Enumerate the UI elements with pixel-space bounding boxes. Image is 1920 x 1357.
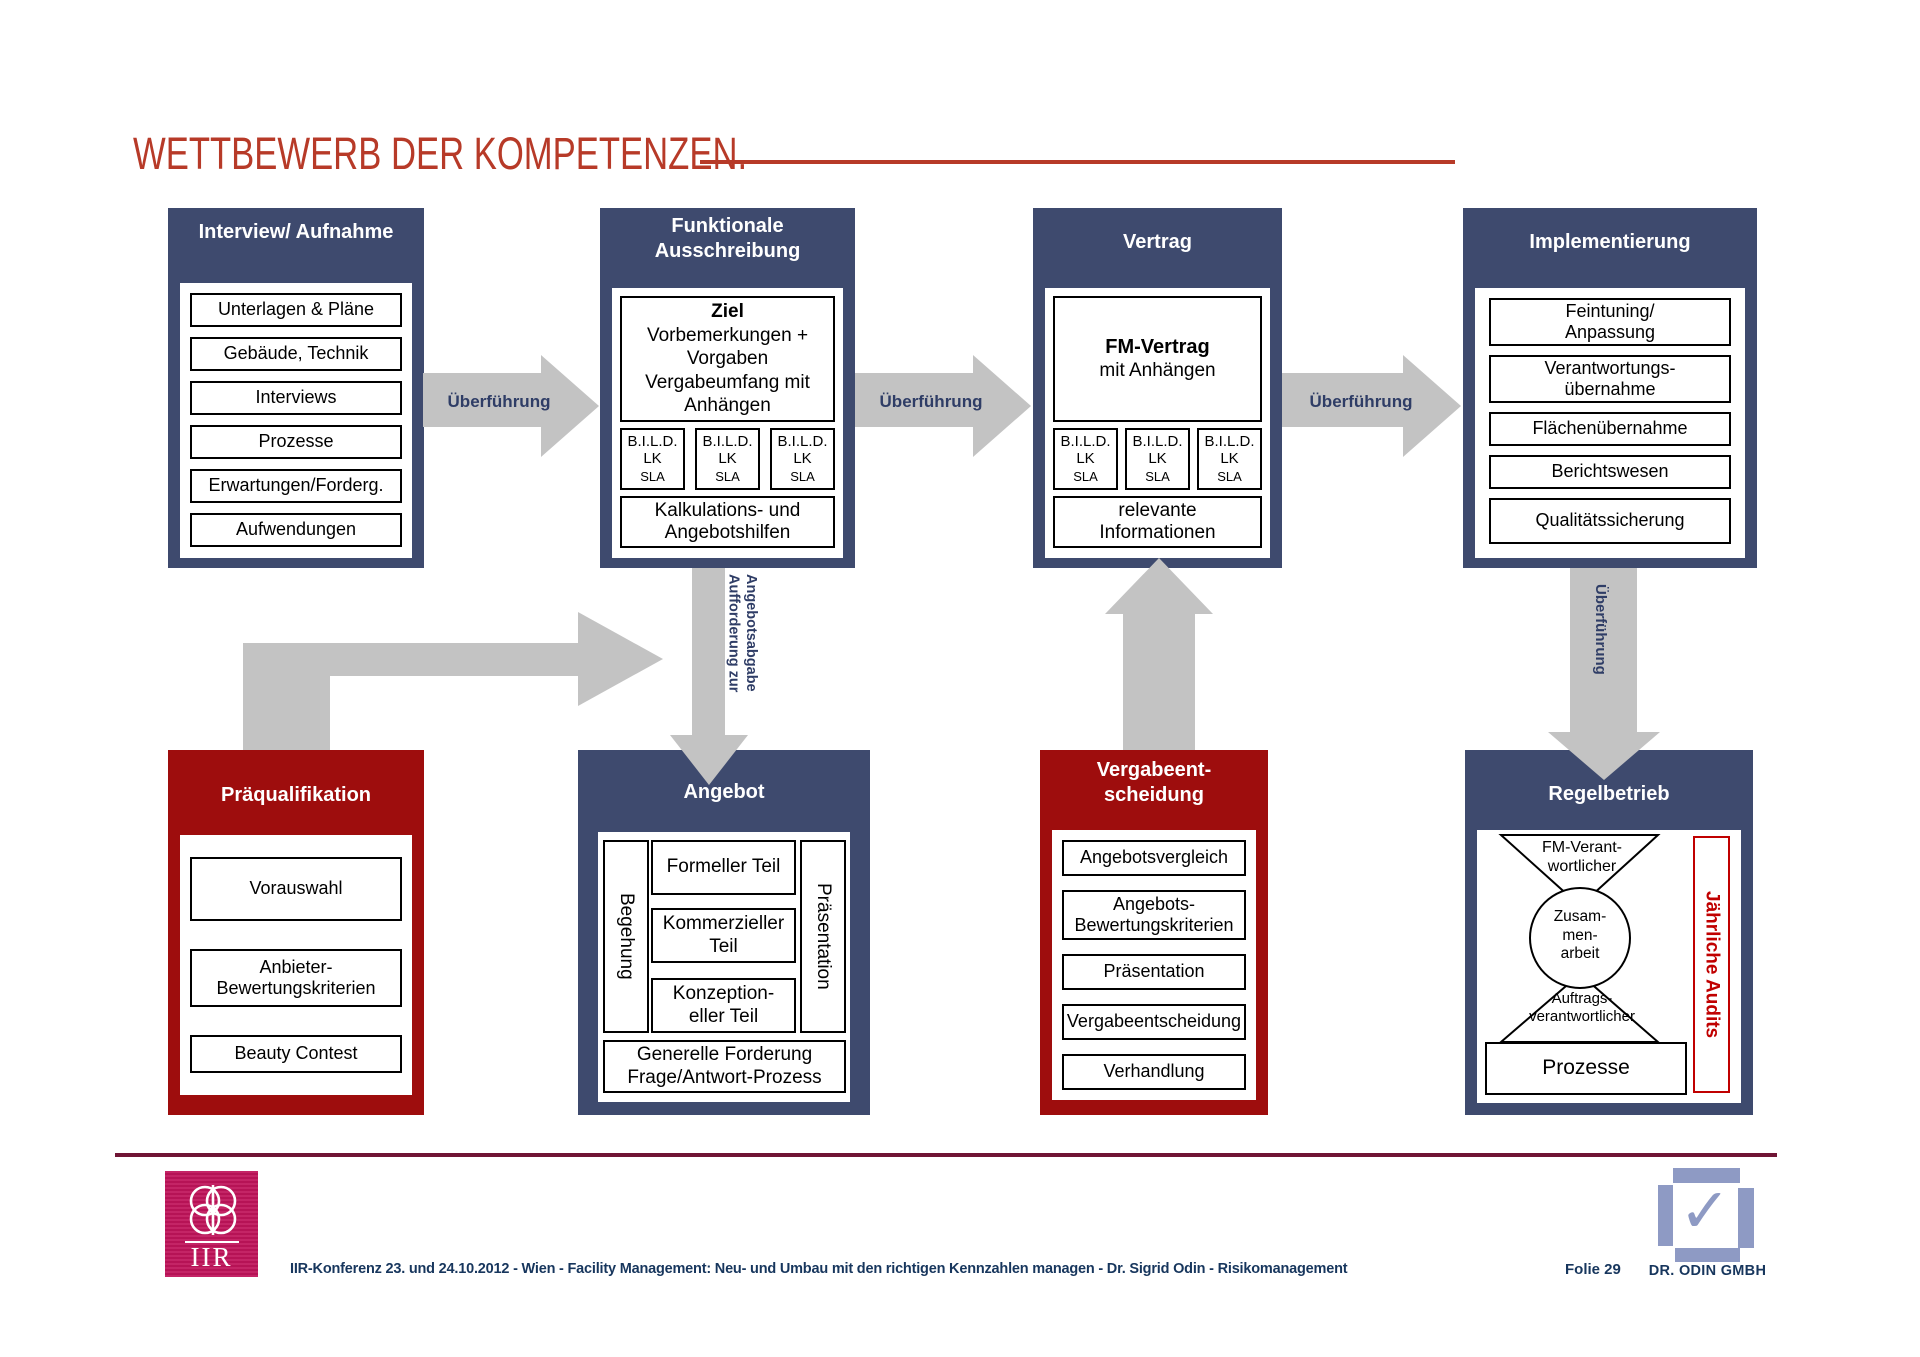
bild-row: B.I.L.D. LK SLA B.I.L.D. LK SLA B.I.L.D.…	[620, 428, 835, 490]
praesentation-box: Präsentation	[800, 840, 846, 1033]
box-panel: Begehung Formeller Teil Kommerzieller Te…	[598, 832, 850, 1102]
box-panel: Angebotsvergleich Angebots- Bewertungskr…	[1052, 830, 1256, 1100]
list-item: Flächenübernahme	[1489, 412, 1731, 446]
arrow-label-ueberfuehrung: Überführung	[447, 392, 551, 411]
flow-arrow-ausschreibung-to-vertrag	[855, 355, 1031, 457]
title-underline	[700, 160, 1455, 164]
bild-lk-sla-box: B.I.L.D. LK SLA	[1197, 428, 1262, 490]
begehung-box: Begehung	[603, 840, 649, 1033]
list-item: Interviews	[190, 381, 402, 415]
list-item: Feintuning/ Anpassung	[1489, 298, 1731, 346]
box-panel: FM-Vertrag mit Anhängen B.I.L.D. LK SLA …	[1045, 288, 1270, 558]
ziel-heading: Ziel	[711, 301, 744, 323]
iir-monogram-icon	[189, 1185, 236, 1236]
box-panel: Ziel Vorbemerkungen + Vorgaben Vergabeum…	[612, 288, 843, 558]
flow-arrow-vergabe-to-vertrag-shaft	[1123, 612, 1195, 750]
generelle-forderung-box: Generelle Forderung Frage/Antwort-Prozes…	[603, 1040, 846, 1093]
arrow-label-ueberfuehrung: Überführung	[1309, 392, 1413, 411]
process-box-angebot: Angebot Begehung Formeller Teil Kommerzi…	[578, 750, 870, 1115]
box-panel: Feintuning/ Anpassung Verantwortungs- üb…	[1475, 288, 1745, 558]
bild-lk-sla-box: B.I.L.D. LK SLA	[770, 428, 835, 490]
list-item: Berichtswesen	[1489, 455, 1731, 489]
box-title: Implementierung	[1529, 231, 1691, 253]
list-item: Verhandlung	[1062, 1054, 1246, 1090]
box-title: Interview/ Aufnahme	[198, 221, 394, 243]
iir-logo-text: IIR	[184, 1241, 239, 1273]
hourglass-shape	[1498, 834, 1661, 1043]
box-title: Angebot	[683, 781, 765, 803]
box-panel: FM-Verant- wortlicher Zusam- men- arbeit…	[1477, 830, 1741, 1103]
process-box-regelbetrieb: Regelbetrieb FM-Verant- wortlicher Zusam…	[1465, 750, 1753, 1115]
list-item: Qualitätssicherung	[1489, 498, 1731, 544]
box-panel: Unterlagen & Pläne Gebäude, Technik Inte…	[180, 283, 412, 558]
odin-logo-bar-left	[1658, 1185, 1673, 1246]
checkmark-icon: ✓	[1679, 1176, 1731, 1246]
flow-arrow-vergabe-to-vertrag-head	[1105, 558, 1213, 614]
auftragsverantwortlicher-label: Auftrags- verantwortlicher	[1529, 990, 1635, 1025]
arrow-label-ueberfuehrung-vertical: Überführung	[1592, 584, 1609, 675]
flow-arrow-ausschreibung-to-angebot-shaft	[692, 568, 725, 735]
list-item: Erwartungen/Forderg.	[190, 469, 402, 503]
jaehrliche-audits-box: Jährliche Audits	[1693, 836, 1730, 1093]
list-item: Anbieter- Bewertungskriterien	[190, 949, 402, 1007]
ziel-box: Ziel Vorbemerkungen + Vorgaben Vergabeum…	[620, 296, 835, 422]
list-item: Beauty Contest	[190, 1035, 402, 1073]
iir-logo: IIR	[165, 1171, 258, 1277]
konzeptioneller-teil-box: Konzeption- eller Teil	[651, 978, 796, 1033]
process-box-vergabeentscheidung: Vergabeent- scheidung Angebotsvergleich …	[1040, 750, 1268, 1115]
relevante-informationen-box: relevante Informationen	[1053, 496, 1262, 548]
dr-odin-company-name: DR. ODIN GMBH	[1648, 1263, 1767, 1279]
bild-lk-sla-box: B.I.L.D. LK SLA	[1125, 428, 1190, 490]
kommerzieller-teil-box: Kommerzieller Teil	[651, 908, 796, 963]
box-title: Präqualifikation	[220, 784, 372, 806]
list-item: Prozesse	[190, 425, 402, 459]
process-box-vertrag: Vertrag FM-Vertrag mit Anhängen B.I.L.D.…	[1033, 208, 1282, 568]
box-panel: Vorauswahl Anbieter- Bewertungskriterien…	[180, 835, 412, 1095]
arrow-label-ueberfuehrung: Überführung	[879, 392, 983, 411]
list-item: Präsentation	[1062, 954, 1246, 990]
slide-number: Folie 29	[1565, 1261, 1621, 1278]
list-item: Vergabeentscheidung	[1062, 1004, 1246, 1040]
kalkulation-box: Kalkulations- und Angebotshilfen	[620, 496, 835, 548]
bild-lk-sla-box: B.I.L.D. LK SLA	[1053, 428, 1118, 490]
fm-vertrag-box: FM-Vertrag mit Anhängen	[1053, 296, 1262, 422]
arrow-label-aufforderung: Aufforderung zur Angebotsabgabe	[725, 574, 759, 693]
process-box-implementierung: Implementierung Feintuning/ Anpassung Ve…	[1463, 208, 1757, 568]
list-item: Gebäude, Technik	[190, 337, 402, 371]
flow-arrow-vertrag-to-implementierung	[1282, 355, 1461, 457]
odin-logo-bar-bottom	[1675, 1248, 1740, 1262]
box-title: Funktionale Ausschreibung	[654, 215, 801, 262]
footer-divider	[115, 1153, 1777, 1157]
bild-lk-sla-box: B.I.L.D. LK SLA	[620, 428, 685, 490]
odin-logo-bar-right	[1738, 1188, 1754, 1248]
list-item: Angebots- Bewertungskriterien	[1062, 890, 1246, 940]
flow-arrow-ausschreibung-to-angebot-head	[670, 735, 748, 785]
bild-row: B.I.L.D. LK SLA B.I.L.D. LK SLA B.I.L.D.…	[1053, 428, 1262, 490]
list-item: Angebotsvergleich	[1062, 840, 1246, 876]
flow-arrow-implementierung-to-regelbetrieb-shaft	[1570, 568, 1637, 732]
footer-conference-text: IIR-Konferenz 23. und 24.10.2012 - Wien …	[290, 1261, 1348, 1277]
process-box-praequalifikation: Präqualifikation Vorauswahl Anbieter- Be…	[168, 750, 424, 1115]
flow-arrow-praequalifikation-head	[578, 612, 663, 706]
zusammenarbeit-label: Zusam- men- arbeit	[1553, 908, 1607, 963]
box-title: Regelbetrieb	[1548, 783, 1670, 805]
bild-lk-sla-box: B.I.L.D. LK SLA	[695, 428, 760, 490]
prozesse-box: Prozesse	[1485, 1042, 1687, 1095]
formeller-teil-box: Formeller Teil	[651, 840, 796, 895]
list-item: Vorauswahl	[190, 857, 402, 921]
fm-verantwortlicher-label: FM-Verant- wortlicher	[1541, 839, 1622, 876]
flow-arrow-implementierung-to-regelbetrieb-head	[1548, 732, 1660, 780]
odin-logo-bar-top	[1673, 1168, 1740, 1183]
list-item: Aufwendungen	[190, 513, 402, 547]
box-title: Vergabeent- scheidung	[1096, 759, 1212, 806]
process-box-funktionale-ausschreibung: Funktionale Ausschreibung Ziel Vorbemerk…	[600, 208, 855, 568]
dr-odin-logo: ✓	[1650, 1164, 1760, 1264]
flow-arrow-praequalifikation-shaft	[243, 643, 578, 676]
list-item: Unterlagen & Pläne	[190, 293, 402, 327]
list-item: Verantwortungs- übernahme	[1489, 355, 1731, 403]
process-box-interview-aufnahme: Interview/ Aufnahme Unterlagen & Pläne G…	[168, 208, 424, 568]
page-title: WETTBEWERB DER KOMPETENZEN.	[133, 128, 748, 179]
box-title: Vertrag	[1123, 231, 1192, 253]
flow-arrow-interview-to-ausschreibung	[423, 355, 599, 457]
